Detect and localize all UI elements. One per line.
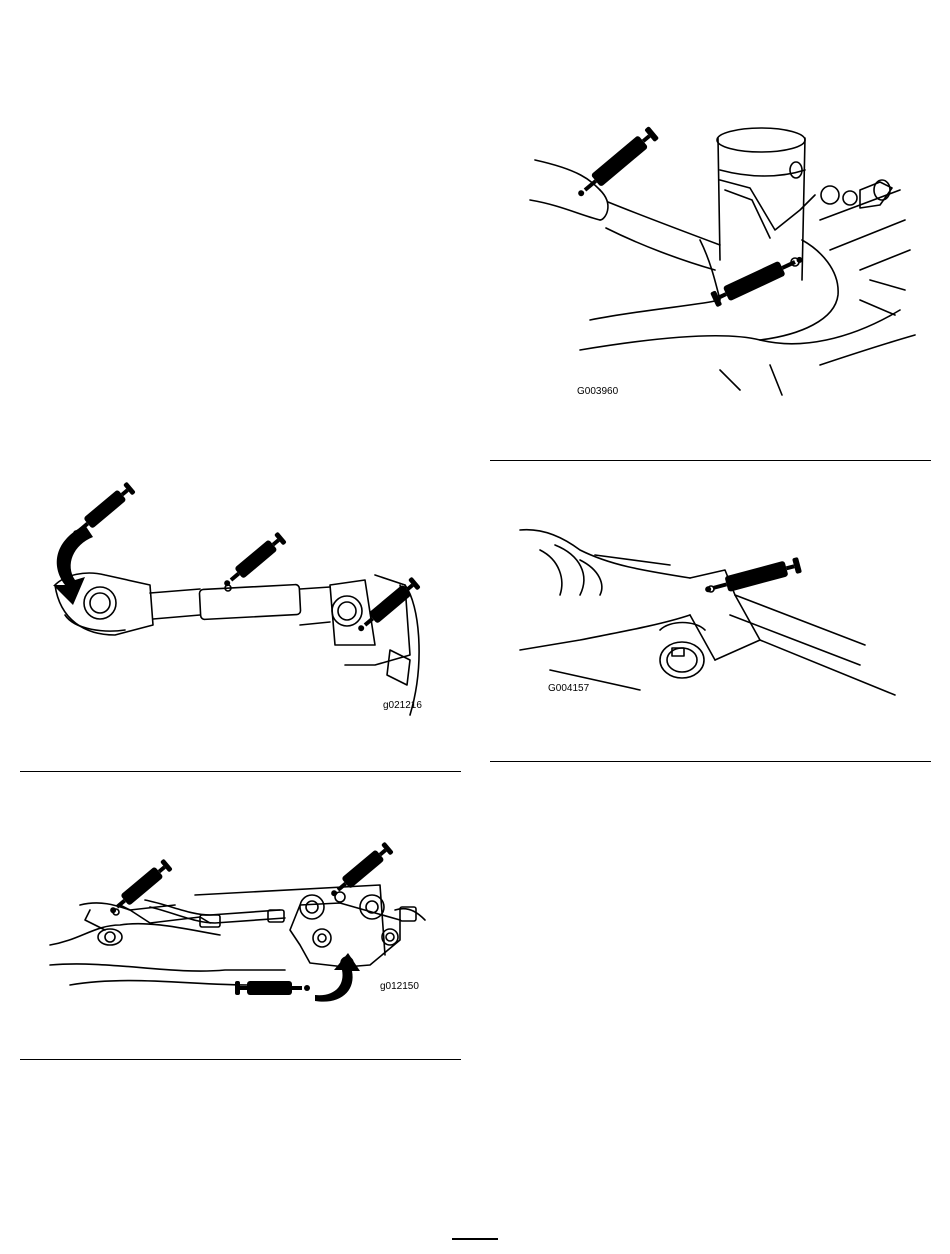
grease-gun-icon [235,981,310,995]
page-number-rule [452,1238,498,1240]
grease-gun-icon [327,842,393,901]
section-divider [490,460,931,461]
section-divider [20,1059,461,1060]
section-divider [20,771,461,772]
grease-gun-icon [574,126,659,201]
grease-gun-icon [220,532,286,591]
caster-fork-illustration [520,110,930,410]
grease-gun-icon [354,577,420,636]
grease-gun-icon [703,557,802,598]
pivot-tube-illustration [520,520,920,710]
figure-code: g021216 [383,700,422,711]
figure-code: G003960 [577,386,618,397]
figure-code: G004157 [548,683,589,694]
figure-driveshaft: g021216 [45,485,465,720]
section-divider [490,761,931,762]
figure-caster-fork: G003960 [520,110,930,410]
figure-pivot-tube: G004157 [520,520,920,710]
figure-linkage-bracket: g012150 [50,845,435,1000]
figure-code: g012150 [380,981,419,992]
driveshaft-illustration [45,485,465,720]
linkage-bracket-illustration [50,845,435,1000]
curved-arrow-icon [315,953,360,1002]
